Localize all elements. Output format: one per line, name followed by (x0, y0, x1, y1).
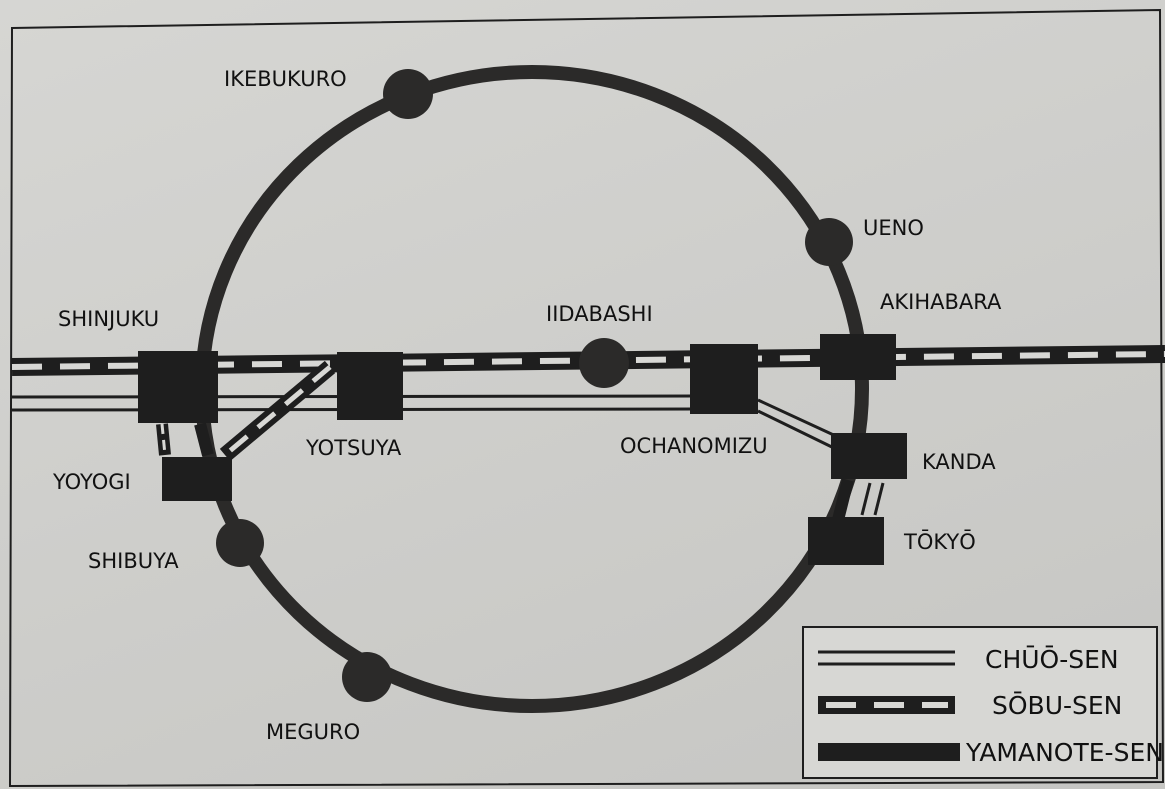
square-stations (138, 334, 907, 565)
station-dot-ikebukuro (383, 69, 433, 119)
station-box-shinjuku (138, 351, 218, 423)
station-dot-iidabashi (579, 338, 629, 388)
station-label-ueno: UENO (863, 216, 924, 240)
station-dot-meguro (342, 652, 392, 702)
legend-label-chuo: CHŪŌ-SEN (985, 645, 1119, 674)
station-label-akihabara: AKIHABARA (880, 290, 1002, 314)
station-label-yoyogi: YOYOGI (52, 470, 131, 494)
station-label-meguro: MEGURO (266, 720, 360, 744)
station-label-shibuya: SHIBUYA (88, 549, 179, 573)
station-dot-shibuya (216, 519, 264, 567)
legend-label-sobu: SŌBU-SEN (992, 691, 1122, 720)
map-border (8, 8, 1165, 788)
station-box-tokyo (808, 517, 884, 565)
station-label-kanda: KANDA (922, 450, 996, 474)
station-box-yoyogi (162, 457, 232, 501)
legend-label-yamanote: YAMANOTE-SEN (965, 738, 1164, 767)
station-label-shinjuku: SHINJUKU (58, 307, 159, 331)
station-label-yotsuya: YOTSUYA (305, 436, 402, 460)
legend: CHŪŌ-SEN SŌBU-SEN YAMANOTE-SEN (802, 626, 1164, 779)
station-label-iidabashi: IIDABASHI (546, 302, 653, 326)
station-labels: IKEBUKURO UENO AKIHABARA SHINJUKU IIDABA… (52, 67, 1002, 744)
station-box-yotsuya (337, 352, 403, 420)
station-box-akihabara (820, 334, 896, 380)
circle-stations (216, 69, 853, 702)
station-label-ikebukuro: IKEBUKURO (224, 67, 347, 91)
station-label-tokyo: TŌKYŌ (903, 529, 976, 554)
station-label-ochanomizu: OCHANOMIZU (620, 434, 768, 458)
station-box-ochanomizu (690, 344, 758, 414)
station-dot-ueno (805, 218, 853, 266)
station-box-kanda (831, 433, 907, 479)
